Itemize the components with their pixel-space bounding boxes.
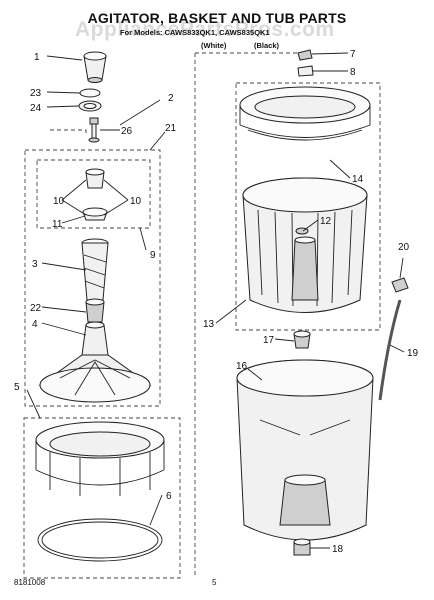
model-subtitle: For Models: CAWS833QK1, CAWS835QK1	[120, 28, 270, 37]
color-label-black: (Black)	[254, 41, 280, 50]
callout-12: 12	[320, 216, 332, 227]
part-agitator-cap	[83, 51, 107, 83]
callout-20: 20	[398, 242, 410, 253]
callout-21: 21	[165, 123, 177, 134]
part-tub-nut	[293, 538, 311, 556]
callout-13: 13	[203, 319, 215, 330]
part-wash-basket	[242, 177, 368, 313]
part-seal-and-ring	[78, 88, 102, 112]
callout-7: 7	[350, 49, 356, 60]
callout-19: 19	[407, 348, 419, 359]
part-agitator-base	[38, 321, 152, 403]
part-tub-gasket	[37, 518, 163, 562]
watermark: AppliancePartsPros.com	[75, 18, 335, 41]
callout-1: 1	[34, 52, 40, 63]
part-cap-and-nut	[297, 49, 314, 77]
callout-14: 14	[352, 174, 364, 185]
part-agitator-bolt	[88, 117, 100, 143]
page-title: AGITATOR, BASKET AND TUB PARTS	[87, 10, 347, 26]
leader-lines	[26, 52, 405, 549]
color-label-white: (White)	[201, 41, 227, 50]
group-box-5	[23, 417, 181, 579]
callout-11: 11	[52, 219, 63, 230]
callout-4: 4	[32, 319, 38, 330]
part-drive-block	[293, 330, 311, 349]
group-box-13	[235, 82, 381, 331]
callout-16: 16	[236, 361, 248, 372]
part-balance-ring	[239, 86, 371, 141]
callout-17: 17	[263, 335, 275, 346]
part-hose-and-clip	[378, 277, 409, 401]
callout-5: 5	[14, 382, 20, 393]
callout-2: 2	[168, 93, 174, 104]
callout-18: 18	[332, 544, 344, 555]
group-box-9	[36, 159, 151, 229]
callout-6: 6	[166, 491, 172, 502]
callout-23: 23	[30, 88, 42, 99]
doc-number: 8181008	[14, 578, 46, 587]
callout-24: 24	[30, 103, 42, 114]
callout-10: 10	[53, 196, 65, 207]
callout-26: 26	[121, 126, 133, 137]
part-agitator-auger	[81, 238, 109, 301]
page-number: 5	[212, 578, 217, 587]
part-tub-ring	[35, 421, 165, 496]
part-outer-tub	[236, 359, 374, 541]
callout-10: 10	[130, 196, 142, 207]
callout-8: 8	[350, 67, 356, 78]
callout-22: 22	[30, 303, 42, 314]
part-agitator-dogs	[82, 168, 108, 221]
part-spline-coupler	[85, 298, 105, 323]
group-box-21	[24, 149, 161, 407]
callout-9: 9	[150, 250, 156, 261]
callout-3: 3	[32, 259, 38, 270]
